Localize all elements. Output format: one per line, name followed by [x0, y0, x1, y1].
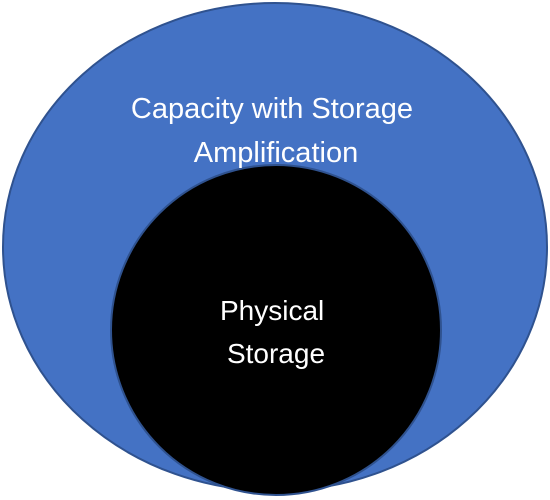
inner-label-line-2: Storage [227, 338, 325, 369]
inner-circle-label: Physical Storage [220, 295, 332, 369]
outer-label-line-1: Capacity with Storage [131, 93, 413, 125]
inner-circle-physical-storage [110, 164, 442, 496]
outer-label-line-2: Amplification [194, 137, 358, 169]
inner-label-line-1: Physical [220, 295, 324, 326]
outer-circle-label: Capacity with Storage Amplification [131, 93, 421, 169]
